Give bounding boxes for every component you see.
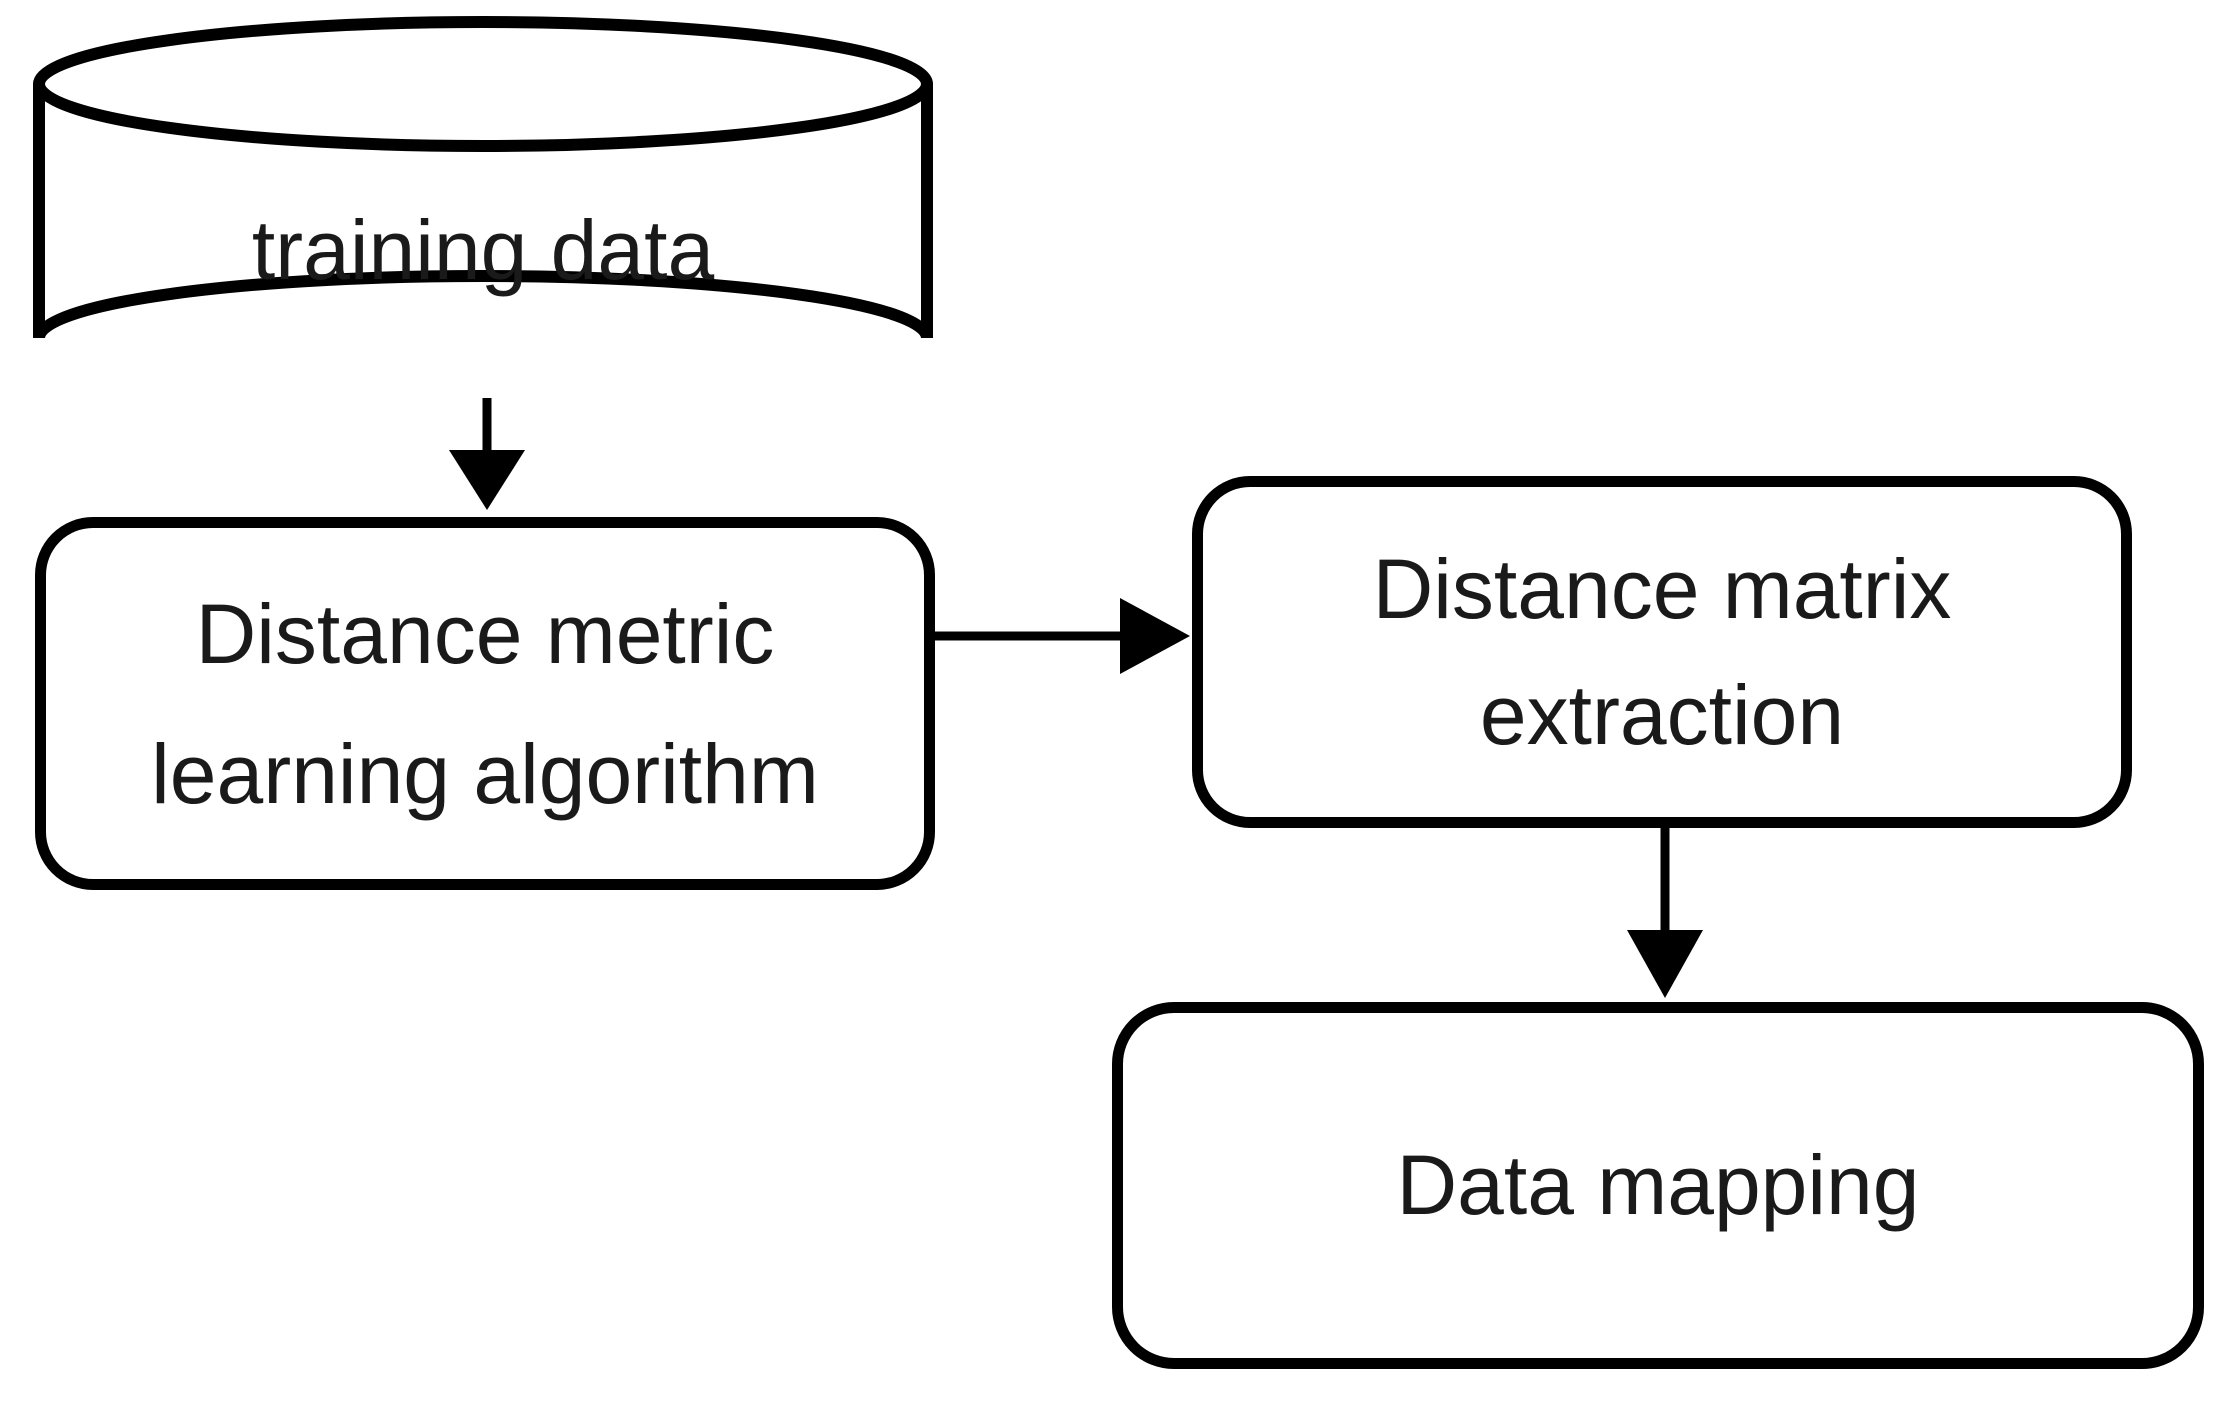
training-data-label: training data bbox=[251, 202, 715, 297]
distance-metric-learning-label-line1: Distance metric bbox=[195, 586, 775, 681]
arrow-extraction-to-mapping bbox=[1627, 826, 1703, 998]
distance-metric-learning-box: Distance metric learning algorithm bbox=[35, 517, 935, 890]
data-mapping-box: Data mapping bbox=[1112, 1002, 2204, 1369]
training-data-node: training data bbox=[33, 108, 933, 392]
arrow-algorithm-to-extraction bbox=[930, 598, 1190, 674]
distance-metric-learning-label-line2: learning algorithm bbox=[151, 726, 819, 821]
distance-matrix-extraction-label-line1: Distance matrix bbox=[1372, 542, 1952, 636]
data-mapping-label: Data mapping bbox=[1396, 1138, 1920, 1232]
training-data-cylinder bbox=[33, 16, 933, 339]
distance-matrix-extraction-label-line2: extraction bbox=[1479, 668, 1845, 762]
arrow-training-to-algorithm bbox=[449, 398, 525, 510]
distance-matrix-extraction-box: Distance matrix extraction bbox=[1192, 476, 2132, 828]
